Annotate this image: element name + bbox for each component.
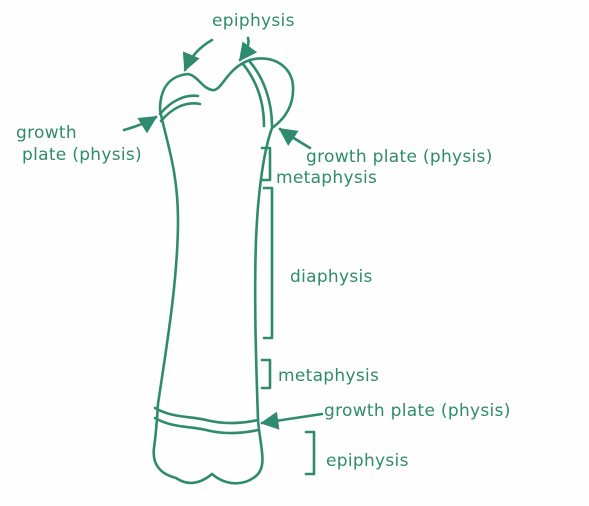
growth-plate-left-arrow	[124, 117, 156, 130]
label-growth-plate-left-line2: plate (physis)	[22, 146, 142, 165]
bracket-epiphysis-bottom	[306, 432, 314, 474]
bracket-diaphysis	[264, 188, 272, 338]
growth-plate-bottom-arrow	[262, 414, 322, 423]
growth-plate-top-right	[243, 64, 264, 126]
label-diaphysis: diaphysis	[290, 268, 373, 287]
label-metaphysis-bottom: metaphysis	[278, 367, 379, 386]
epiphysis-arrow-left	[185, 40, 212, 70]
epiphysis-arrow-right	[240, 38, 249, 60]
label-growth-plate-right: growth plate (physis)	[306, 148, 493, 167]
bracket-metaphysis-bottom	[262, 360, 270, 388]
growth-plate-bottom	[155, 408, 258, 423]
label-growth-plate-bottom: growth plate (physis)	[324, 402, 511, 421]
label-epiphysis-bottom: epiphysis	[326, 452, 409, 471]
growth-plate-top-left	[160, 96, 198, 114]
growth-plate-right-arrow	[280, 129, 310, 148]
label-growth-plate-left-line1: growth	[16, 124, 77, 143]
label-epiphysis-top: epiphysis	[212, 12, 295, 31]
label-metaphysis-top: metaphysis	[276, 169, 377, 188]
